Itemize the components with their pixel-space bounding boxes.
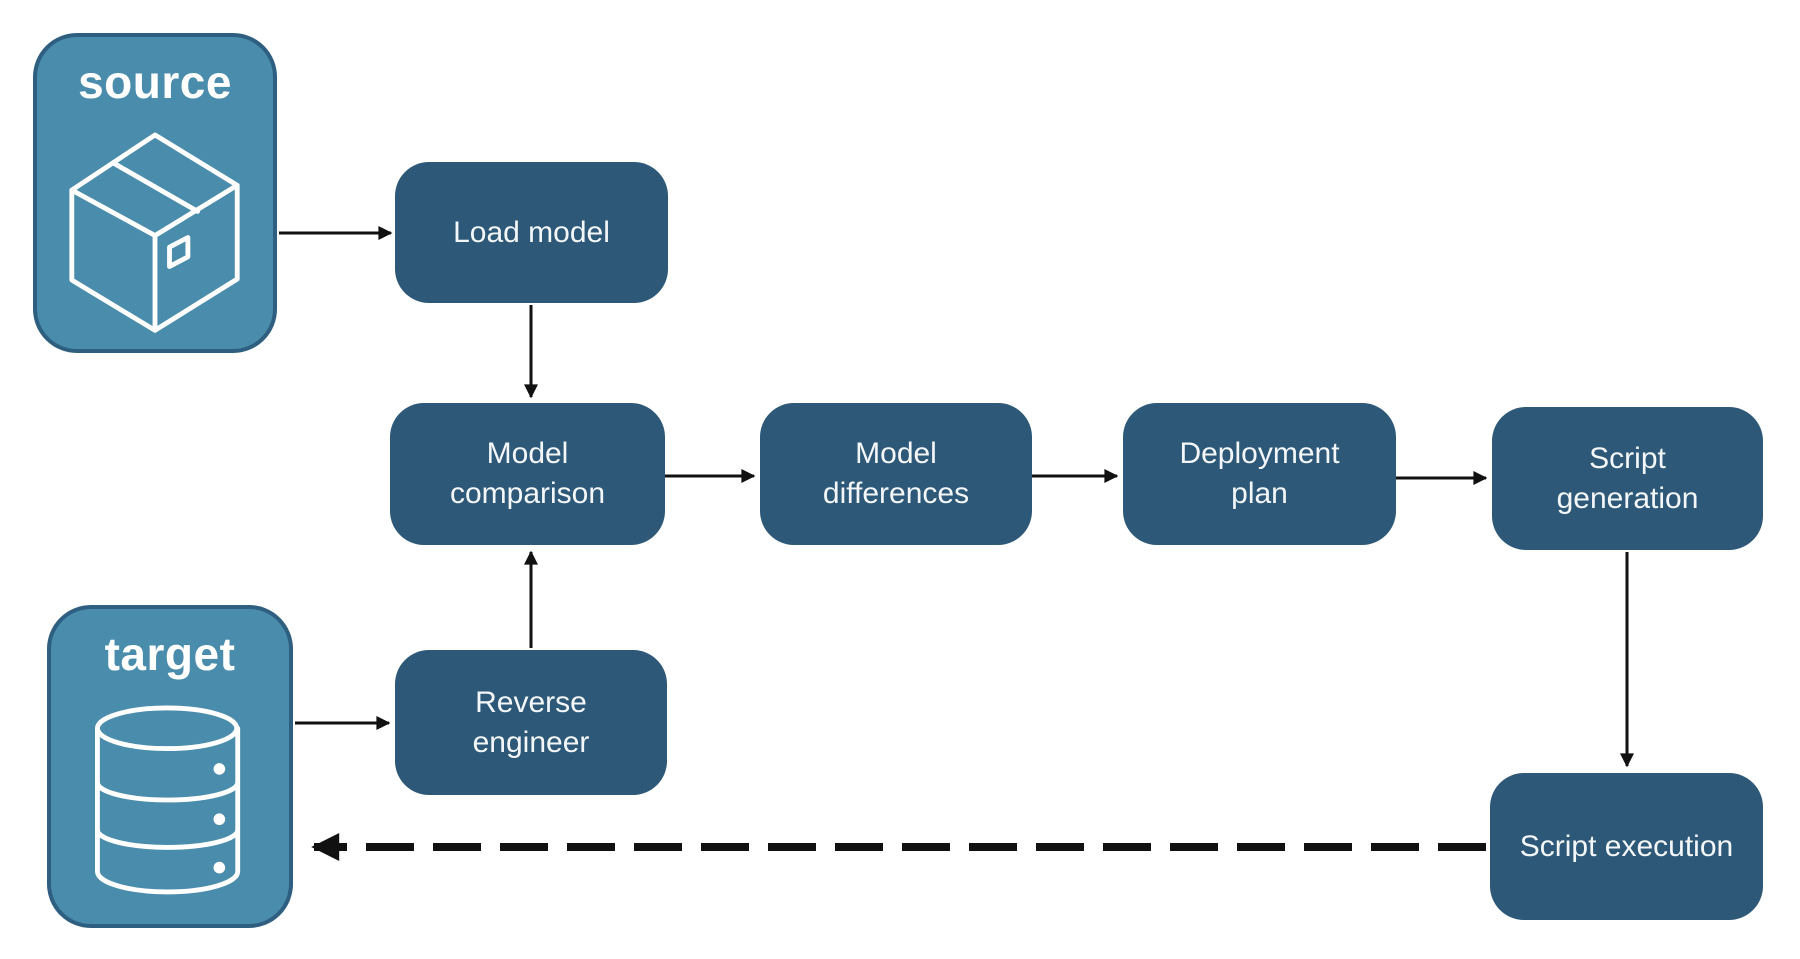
node-model-differences-label: Model differences: [822, 437, 970, 510]
node-script-generation: Script generation: [1492, 407, 1763, 550]
node-deployment-plan: Deployment plan: [1123, 403, 1396, 545]
entity-target: target: [47, 605, 293, 928]
node-reverse-engineer: Reverse engineer: [395, 650, 667, 795]
database-icon: [95, 705, 241, 895]
node-script-generation-label: Script generation: [1556, 441, 1699, 515]
node-model-differences: Model differences: [760, 403, 1032, 545]
node-load-model-label: Load model: [453, 215, 610, 249]
node-reverse-engineer-label: Reverse engineer: [472, 685, 590, 759]
node-model-comparison: Model comparison: [390, 403, 665, 545]
entity-source: source: [33, 33, 277, 353]
node-script-execution-label: Script execution: [1519, 829, 1734, 863]
source-label: source: [78, 56, 232, 108]
node-load-model: Load model: [395, 162, 668, 303]
node-script-execution: Script execution: [1490, 773, 1763, 920]
target-label: target: [104, 628, 236, 680]
package-icon: [69, 132, 240, 333]
node-deployment-plan-label: Deployment plan: [1179, 437, 1340, 510]
node-model-comparison-label: Model comparison: [449, 437, 606, 510]
